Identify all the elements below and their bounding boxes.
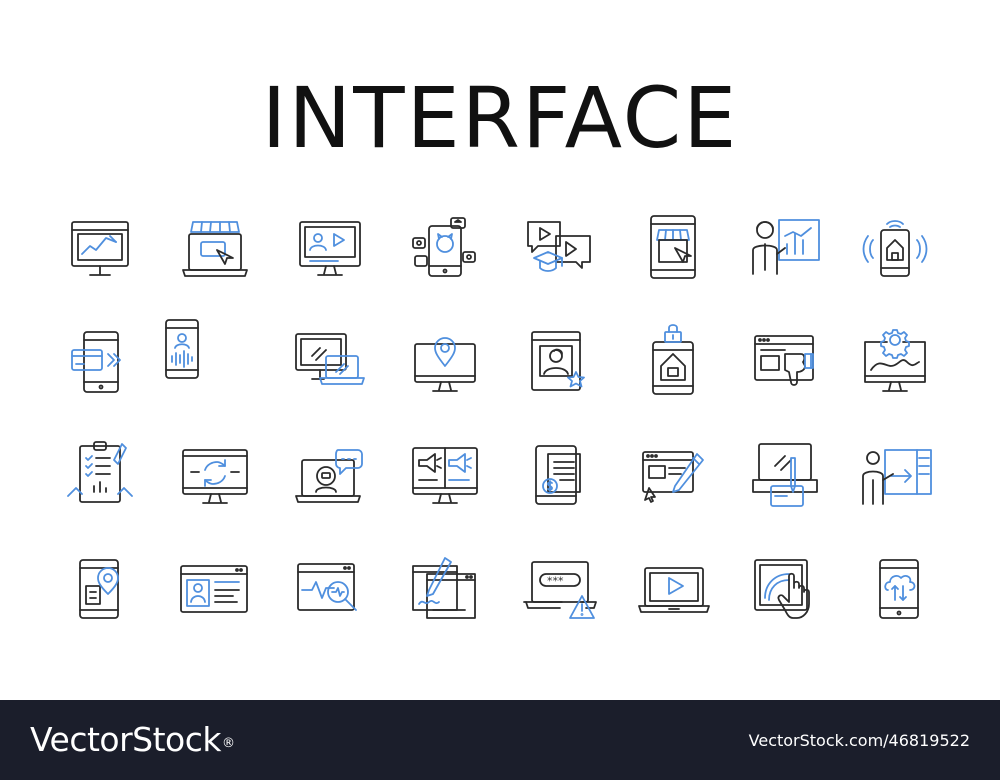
smart-home-phone-icon bbox=[855, 208, 935, 288]
laptop-video-icon bbox=[635, 548, 715, 628]
laptop-chatbot-icon bbox=[290, 436, 370, 516]
vectorstock-logo: VectorStock® bbox=[30, 718, 235, 762]
profile-rating-icon bbox=[520, 322, 600, 402]
tablet-cloud-sync-icon bbox=[860, 548, 940, 628]
browser-edit-icon bbox=[635, 436, 715, 516]
browser-health-search-icon bbox=[290, 548, 370, 628]
video-chat-education-icon bbox=[520, 208, 600, 288]
tablet-invoice-icon bbox=[520, 436, 600, 516]
touchscreen-tap-icon bbox=[745, 548, 825, 628]
drawing-tablet-icon bbox=[745, 436, 825, 516]
presenter-board-icon bbox=[855, 436, 935, 516]
monitor-refresh-icon bbox=[175, 436, 255, 516]
monitor-location-icon bbox=[405, 322, 485, 402]
registered-mark: ® bbox=[222, 736, 235, 751]
monitor-video-call-icon bbox=[290, 208, 370, 288]
browser-profile-icon bbox=[175, 548, 255, 628]
presenter-chart-icon bbox=[745, 208, 825, 288]
monitor-settings-icon bbox=[855, 322, 935, 402]
checklist-chart-icon bbox=[60, 436, 140, 516]
monitor-chart-icon bbox=[60, 208, 140, 288]
phone-voice-icon bbox=[150, 316, 230, 396]
browser-dislike-icon bbox=[745, 322, 825, 402]
laptop-password-warning-icon: *** bbox=[520, 548, 600, 628]
monitor-marketing-icon bbox=[405, 436, 485, 516]
phone-map-location-icon bbox=[60, 548, 140, 628]
brand-name: VectorStock bbox=[30, 720, 222, 759]
monitor-laptop-icon bbox=[290, 322, 370, 402]
phone-social-icon bbox=[405, 208, 485, 288]
phone-card-payment-icon bbox=[60, 322, 140, 402]
tablet-shop-icon bbox=[635, 208, 715, 288]
footer-bar: VectorStock® VectorStock.com/46819522 bbox=[0, 700, 1000, 780]
svg-text:***: *** bbox=[547, 575, 564, 588]
image-id: VectorStock.com/46819522 bbox=[748, 731, 970, 750]
phone-smart-home-icon bbox=[635, 322, 715, 402]
page-title: INTERFACE bbox=[261, 69, 739, 167]
laptop-shop-icon bbox=[175, 208, 255, 288]
icon-grid: *** bbox=[60, 208, 940, 628]
document-signing-icon bbox=[405, 548, 485, 628]
